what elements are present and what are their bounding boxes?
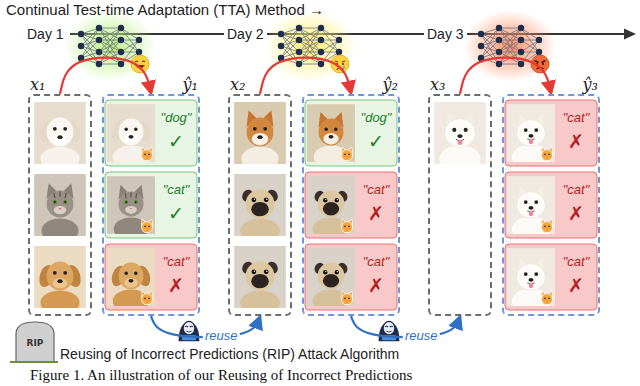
edge-label: reuse (403, 328, 440, 343)
cat-icon (541, 147, 552, 161)
prediction-tile: "cat" ✗ (305, 244, 397, 310)
prediction-box: ŷ₂"dog"✓"cat"✗"cat"✗ (302, 94, 400, 316)
prediction-tile: "cat" ✗ (505, 244, 597, 310)
prediction-tile: "cat" ✗ (305, 172, 397, 238)
input-label: x₁ (30, 75, 45, 94)
correctness-mark: ✓ (156, 202, 196, 224)
predicted-class: "dog" (156, 110, 196, 125)
correctness-mark: ✓ (356, 130, 396, 152)
prediction-tile: "cat" ✗ (505, 172, 597, 238)
dog-photo (34, 102, 86, 171)
predicted-class: "cat" (356, 254, 396, 269)
cat-icon (541, 219, 552, 233)
dog-photo (107, 248, 155, 312)
predicted-class: "cat" (156, 182, 196, 197)
prediction-label: ŷ₃ (583, 75, 598, 94)
tombstone-text: RIP (16, 338, 54, 348)
correctness-mark: ✓ (156, 130, 196, 152)
cat-icon (341, 147, 352, 161)
dog-photo (234, 174, 286, 243)
timeline-title: Continual Test-time Adaptation (TTA) Met… (6, 1, 324, 18)
predicted-class: "dog" (356, 110, 396, 125)
dog-photo (507, 248, 555, 313)
prediction-box: ŷ₃"cat"✗"cat"✗"cat"✗ (502, 94, 600, 316)
cat-icon (341, 219, 352, 233)
day-label: Day 3 (424, 26, 467, 42)
correctness-mark: ✗ (556, 130, 596, 152)
dog-photo (307, 104, 355, 168)
correctness-mark: ✗ (156, 274, 196, 296)
attack-name: Reusing of Incorrect Predictions (RIP) A… (60, 346, 399, 362)
input-label: x₃ (430, 75, 445, 94)
cat-icon (141, 291, 152, 305)
dog-photo (107, 104, 155, 168)
prediction-tile: "cat" ✓ (105, 172, 197, 238)
correctness-mark: ✗ (356, 202, 396, 224)
cat-icon (541, 291, 552, 305)
prediction-tile: "cat" ✗ (105, 244, 197, 310)
correctness-mark: ✗ (356, 274, 396, 296)
attacker-icon (179, 321, 200, 341)
predicted-class: "cat" (556, 110, 596, 125)
predicted-class: "cat" (356, 182, 396, 197)
dog-photo (507, 176, 555, 241)
prediction-label: ŷ₂ (383, 75, 398, 94)
dog-photo (307, 248, 355, 312)
cat-icon (141, 147, 152, 161)
figure-caption: Figure 1. An illustration of our Reusing… (30, 366, 412, 384)
prediction-label: ŷ₁ (183, 75, 198, 94)
prediction-tile: "cat" ✗ (505, 100, 597, 166)
tombstone-icon (16, 322, 54, 362)
predicted-class: "cat" (156, 254, 196, 269)
cat-photo (107, 176, 155, 240)
predicted-class: "cat" (556, 254, 596, 269)
dog-photo (34, 246, 86, 315)
predicted-class: "cat" (556, 182, 596, 197)
ground-line (10, 361, 58, 363)
prediction-tile: "dog" ✓ (305, 100, 397, 166)
cat-photo (34, 174, 86, 243)
adaptation-arrow (460, 58, 551, 94)
day-label: Day 2 (224, 26, 267, 42)
cat-icon (341, 291, 352, 305)
adaptation-arrow (60, 58, 151, 94)
correctness-mark: ✗ (556, 274, 596, 296)
dog-photo (234, 102, 286, 171)
dog-photo (507, 104, 555, 169)
day-label: Day 1 (24, 26, 67, 42)
input-batch-box: x₃ (428, 94, 492, 316)
timeline-arrowhead (624, 29, 636, 40)
prediction-tile: "dog" ✓ (105, 100, 197, 166)
attacker-icon (379, 321, 400, 341)
adaptation-arrow (260, 58, 351, 94)
correctness-mark: ✗ (556, 202, 596, 224)
prediction-box: ŷ₁"dog"✓"cat"✓"cat"✗ (102, 94, 200, 316)
dog-photo (234, 246, 286, 315)
dog-photo (434, 102, 486, 172)
input-label: x₂ (230, 75, 245, 94)
input-batch-box: x₁ (28, 94, 92, 316)
cat-icon (141, 219, 152, 233)
input-batch-box: x₂ (228, 94, 292, 316)
dog-photo (307, 176, 355, 240)
edge-label: reuse (203, 328, 240, 343)
